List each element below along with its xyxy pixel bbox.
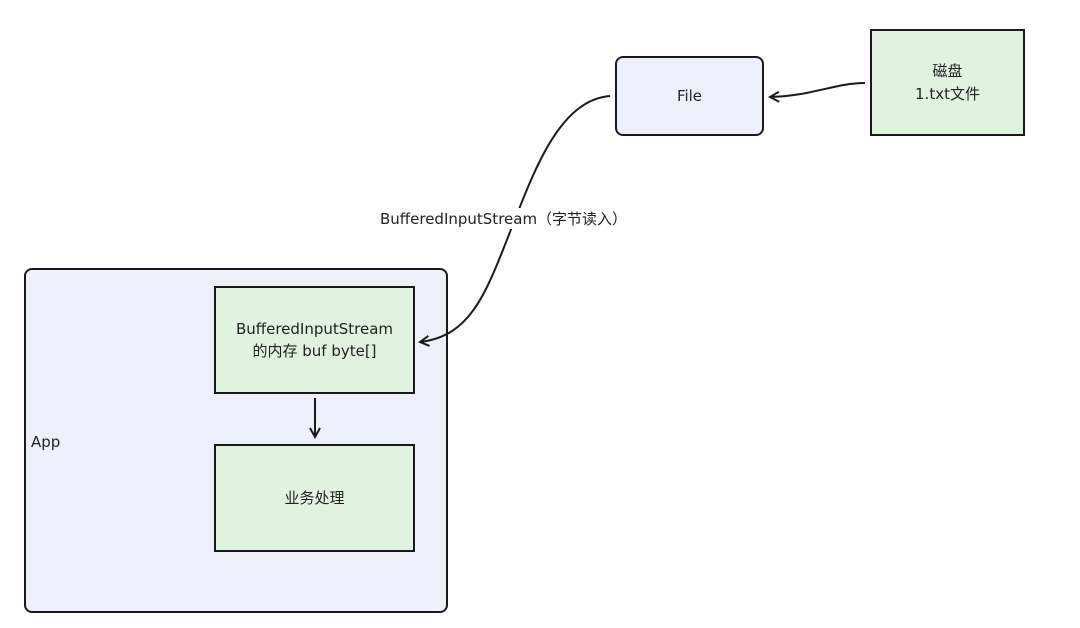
- disk-node-filename: 1.txt文件: [915, 84, 980, 103]
- buffer-node-title: BufferedInputStream: [235, 319, 394, 338]
- business-node-label: 业务处理: [284, 488, 345, 507]
- edge-label-file-to-buffer: BufferedInputStream（字节读入）: [378, 208, 630, 229]
- file-to-buffer-arrow: [420, 95, 611, 342]
- business-node[interactable]: 业务处理: [214, 444, 415, 552]
- app-label: App: [31, 433, 61, 451]
- disk-to-file-arrow: [770, 82, 866, 97]
- disk-node-title: 磁盘: [932, 62, 963, 80]
- buffer-node[interactable]: BufferedInputStream 的内存 buf byte[]: [214, 286, 415, 394]
- disk-node[interactable]: 磁盘 1.txt文件: [870, 29, 1025, 136]
- buffer-node-detail: 的内存 buf byte[]: [252, 342, 377, 360]
- file-node-label: File: [676, 86, 703, 105]
- file-node[interactable]: File: [615, 56, 764, 136]
